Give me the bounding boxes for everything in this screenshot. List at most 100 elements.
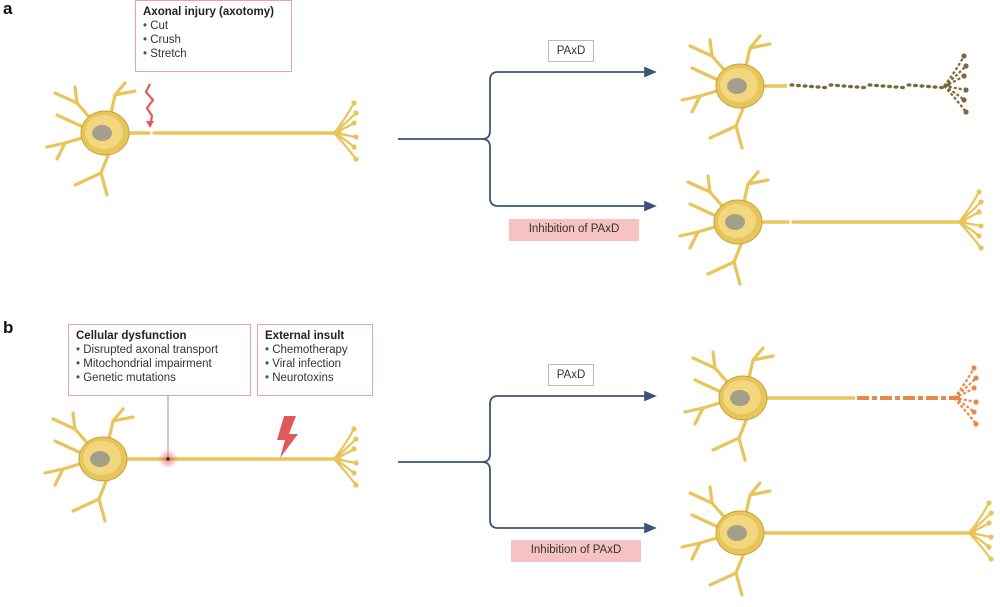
- synaptic-bouton: [351, 426, 357, 432]
- branch-arrow-top-a: [398, 66, 657, 140]
- dendrite: [688, 38, 728, 74]
- axon-terminal-branch: [333, 458, 357, 486]
- neuron: [680, 34, 969, 150]
- synaptic-bouton: [971, 409, 977, 415]
- synaptic-bouton: [988, 534, 994, 540]
- neuron: [43, 407, 359, 523]
- axon-fragment: [841, 84, 847, 88]
- synaptic-bouton: [976, 189, 982, 195]
- synaptic-bouton: [986, 520, 992, 526]
- axon-fragment: [893, 85, 899, 89]
- nucleus: [725, 214, 745, 230]
- insult-item: Chemotherapy: [265, 343, 365, 357]
- dendrite: [742, 170, 770, 204]
- dendrite: [690, 513, 720, 529]
- nucleus: [727, 525, 747, 541]
- dendrite: [708, 551, 746, 597]
- synaptic-bouton: [963, 87, 969, 93]
- axon-fragment: [789, 83, 795, 87]
- synaptic-bouton: [351, 446, 357, 452]
- dendrite: [690, 66, 720, 82]
- branch-arrow-bottom-b: [481, 461, 657, 534]
- synaptic-bouton: [986, 544, 992, 550]
- synaptic-bouton: [351, 120, 357, 126]
- axon-fragment: [932, 85, 938, 89]
- injury-zigzag-arrow-icon: [144, 83, 155, 127]
- external-insult-title: External insult: [265, 330, 345, 342]
- dendrite: [109, 81, 137, 115]
- dendrite: [688, 202, 718, 218]
- dendrite: [71, 477, 109, 523]
- axon-fragment: [925, 84, 932, 89]
- dendrite: [680, 88, 722, 114]
- axon-fragment: [860, 85, 867, 90]
- dendrite: [53, 85, 93, 121]
- axon-terminal-branch: [968, 532, 992, 560]
- panel-label-a: a: [3, 0, 13, 18]
- axon-fragment: [821, 85, 828, 90]
- cellular-dysfunction-box: Cellular dysfunction Disrupted axonal tr…: [68, 324, 251, 396]
- axon-fragment: [880, 84, 886, 88]
- dendrite: [708, 104, 746, 150]
- axon-fragment: [886, 84, 893, 89]
- axon-fragment: [815, 85, 821, 89]
- neuron: [678, 170, 984, 286]
- injury-arrowhead-icon: [146, 121, 154, 128]
- synaptic-bouton: [351, 100, 357, 106]
- synaptic-bouton: [961, 53, 967, 59]
- dendrite: [107, 407, 135, 441]
- dendrite: [43, 461, 85, 487]
- inhibition-label-a: Inhibition of PAxD: [509, 219, 639, 241]
- dendrite: [706, 240, 744, 286]
- insult-item: Viral infection: [265, 357, 365, 371]
- synaptic-bouton: [353, 436, 359, 442]
- nucleus: [727, 78, 747, 94]
- synaptic-bouton: [351, 470, 357, 476]
- paxd-label-b: PAxD: [548, 364, 594, 386]
- dendrite: [683, 400, 725, 426]
- synaptic-bouton: [971, 365, 977, 371]
- dendrite: [711, 416, 749, 462]
- axon-fragment: [854, 85, 860, 89]
- synaptic-bouton: [973, 399, 979, 405]
- axon-fragment: [808, 84, 815, 89]
- synaptic-bouton: [978, 223, 984, 229]
- axon-fragment: [802, 84, 808, 88]
- axonal-injury-title: Axonal injury (axotomy): [143, 6, 274, 18]
- dysfunction-item: Mitochondrial impairment: [76, 357, 243, 371]
- axonal-injury-box: Axonal injury (axotomy) Cut Crush Stretc…: [135, 0, 292, 72]
- dendrite: [51, 411, 91, 447]
- synaptic-bouton: [353, 482, 359, 488]
- lightning-bolt-icon: [277, 416, 298, 458]
- axon-terminal-branch: [943, 85, 967, 113]
- axon-fragment: [912, 83, 919, 88]
- branch-arrow-top-b: [398, 390, 657, 463]
- synaptic-bouton: [978, 199, 984, 205]
- axon-fragment: [873, 83, 880, 88]
- synaptic-bouton: [976, 233, 982, 239]
- axon-fragment: [899, 85, 906, 90]
- synaptic-bouton: [961, 73, 967, 79]
- synaptic-bouton: [976, 209, 982, 215]
- dendrite: [686, 174, 726, 210]
- neuron: [45, 81, 359, 197]
- axon-fragment: [847, 84, 854, 89]
- dendrite: [747, 346, 775, 380]
- axon-terminal-branch: [333, 132, 357, 160]
- dendrite: [73, 151, 111, 197]
- neuron: [683, 346, 979, 462]
- synaptic-bouton: [963, 63, 969, 69]
- cellular-dysfunction-title: Cellular dysfunction: [76, 330, 187, 342]
- branch-arrow-bottom-a: [481, 138, 657, 212]
- paxd-label-a: PAxD: [548, 40, 594, 62]
- synaptic-bouton: [988, 510, 994, 516]
- axon-fragment: [828, 83, 834, 87]
- external-insult-box: External insult Chemotherapy Viral infec…: [257, 324, 373, 396]
- synaptic-bouton: [973, 375, 979, 381]
- dendrite: [53, 439, 83, 455]
- synaptic-bouton: [988, 556, 994, 562]
- axon-fragment: [795, 83, 802, 88]
- dysfunction-site-dot: [166, 457, 170, 461]
